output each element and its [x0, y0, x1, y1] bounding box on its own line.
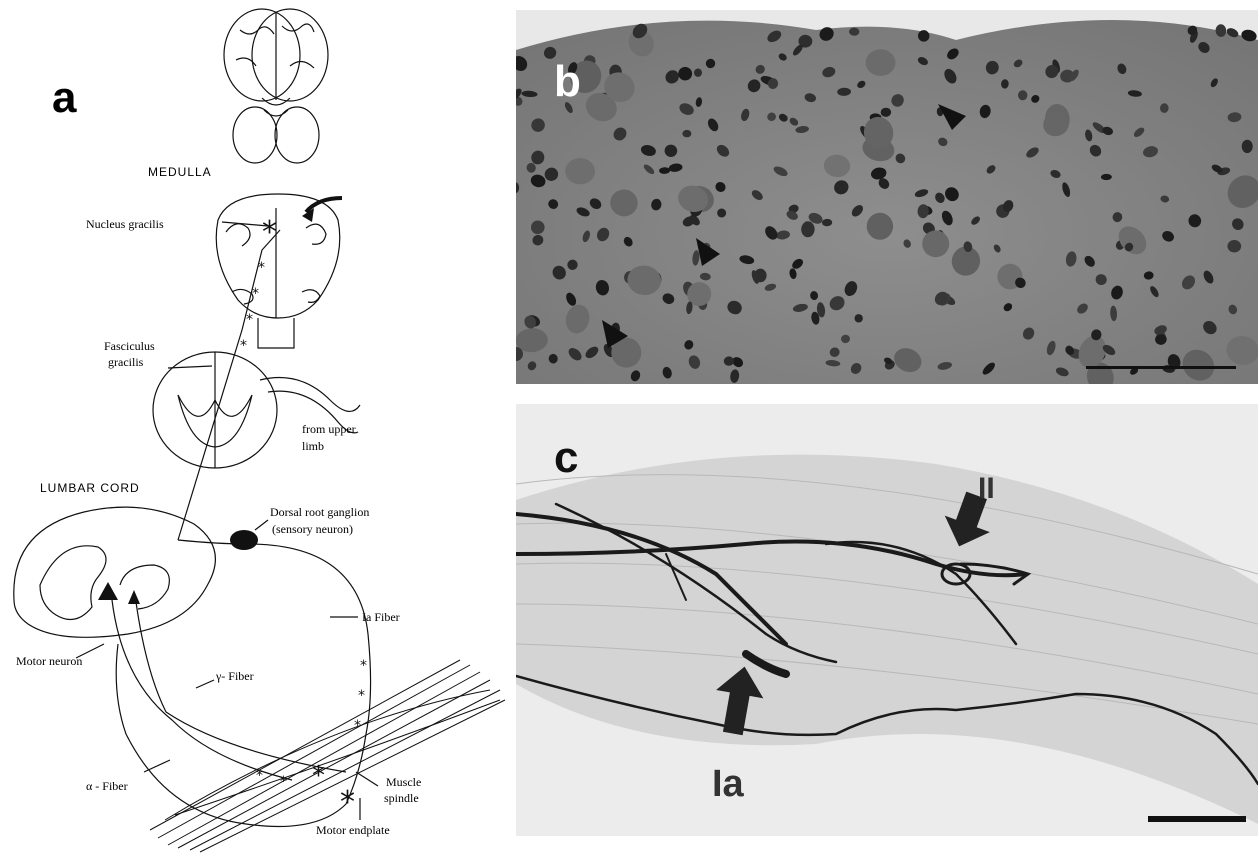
brain-illustration [224, 9, 328, 163]
label-alpha-fiber: α - Fiber [86, 779, 128, 793]
label-spindle-1: Muscle [386, 775, 421, 789]
motor-neuron-soma [98, 582, 118, 600]
label-gamma-fiber: γ- Fiber [215, 669, 254, 683]
label-motor-endplate: Motor endplate [316, 823, 390, 837]
svg-text:*: * [358, 688, 365, 704]
label-ia: Ia [712, 763, 745, 805]
glial-nucleus [1018, 90, 1027, 100]
label-motor-neuron: Motor neuron [16, 654, 82, 668]
label-nucleus-gracilis: Nucleus gracilis [86, 217, 164, 231]
drg-soma [230, 530, 258, 550]
glial-nucleus [1242, 140, 1253, 153]
svg-text:*: * [252, 286, 259, 302]
label-fasciculus-1: Fasciculus [104, 339, 155, 353]
label-spindle-2: spindle [384, 791, 419, 805]
gamma-fiber-path [136, 602, 346, 772]
alpha-fiber-path [112, 600, 292, 780]
nucleus-synapse-marker: * [262, 215, 277, 250]
fasciculus-gracilis-fibre [178, 230, 280, 540]
label-drg-2: (sensory neuron) [272, 522, 353, 536]
label-medulla: MEDULLA [148, 165, 212, 179]
label-fasciculus-2: gracilis [108, 355, 144, 369]
label-upper-limb-1: from upper [302, 422, 356, 436]
svg-text:*: * [258, 260, 265, 276]
label-upper-limb-2: limb [302, 439, 324, 453]
panel-a-letter: a [52, 73, 77, 122]
svg-text:*: * [256, 768, 263, 784]
panel-a-diagram: * * * * * * * * * * * * a MEDULLA Nucleus gr… [0, 0, 510, 857]
panel-b-micrograph: b [516, 10, 1258, 384]
label-ii: II [978, 472, 995, 505]
muscle-spindle-histology: c II Ia [516, 404, 1258, 836]
scale-bar-b [1086, 366, 1236, 369]
svg-text:*: * [360, 658, 367, 674]
cervical-cord-section [153, 352, 360, 468]
svg-text:*: * [312, 761, 325, 791]
panel-c-letter: c [554, 433, 578, 482]
panel-c-micrograph: c II Ia [516, 404, 1258, 836]
svg-text:*: * [354, 718, 361, 734]
glial-nucleus [682, 130, 691, 137]
nucleus-gracilis-histology: b [516, 10, 1258, 384]
svg-text:*: * [280, 774, 287, 790]
svg-text:*: * [246, 312, 253, 328]
svg-text:*: * [240, 338, 247, 354]
proprioceptive-pathway-diagram: * * * * * * * * * * * * a MEDULLA Nucleus gr… [0, 0, 510, 857]
medulla-cross-section [216, 194, 340, 348]
panel-b-letter: b [554, 57, 581, 106]
label-drg-1: Dorsal root ganglion [270, 505, 369, 519]
svg-text:*: * [340, 785, 355, 820]
label-ia-fiber: Ia Fiber [362, 610, 400, 624]
scale-bar-c [1148, 816, 1246, 822]
label-lumbar-cord: LUMBAR CORD [40, 481, 140, 495]
